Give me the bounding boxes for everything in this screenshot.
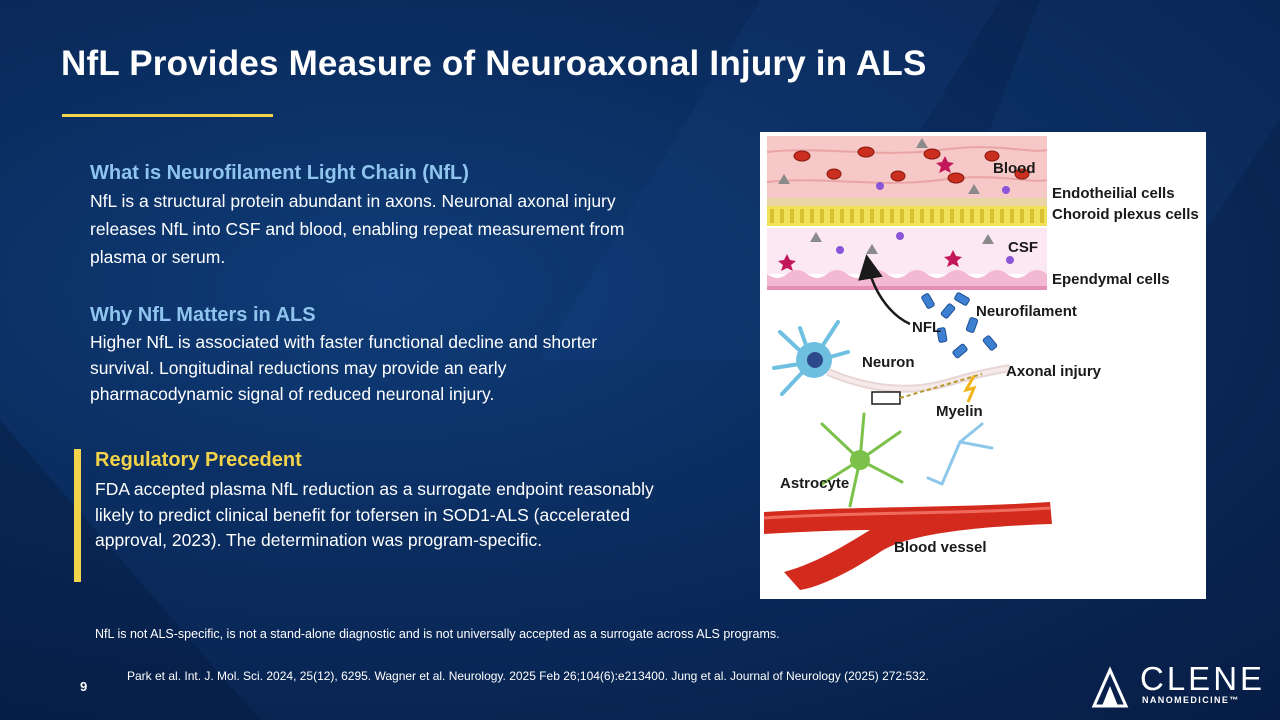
references: Park et al. Int. J. Mol. Sci. 2024, 25(1… (127, 669, 929, 683)
section-heading: What is Neurofilament Light Chain (NfL) (90, 162, 469, 184)
label-ependymal: Ependymal cells (1052, 271, 1170, 288)
label-endothelial: Endotheilial cells (1052, 185, 1175, 202)
logo-tagline: NANOMEDICINE™ (1142, 695, 1240, 705)
nfl-diagram: Blood Endotheilial cells Choroid plexus … (760, 132, 1206, 599)
logo-mark-icon (1091, 666, 1129, 708)
label-myelin: Myelin (936, 403, 983, 420)
label-csf: CSF (1008, 239, 1038, 256)
callout-body: FDA accepted plasma NfL reduction as a s… (95, 479, 654, 550)
page-title: NfL Provides Measure of Neuroaxonal Inju… (61, 44, 927, 83)
title-underline (62, 114, 273, 117)
section-why-nfl-matters: Why NfL Matters in ALS Higher NfL is ass… (90, 304, 650, 407)
label-neurofilament: Neurofilament (976, 303, 1077, 320)
callout-accent-bar (74, 449, 81, 582)
nfl-diagram-illustration: Blood Endotheilial cells Choroid plexus … (763, 136, 1199, 590)
clene-logo: CLENE NANOMEDICINE™ (1090, 660, 1262, 710)
label-choroid: Choroid plexus cells (1052, 206, 1199, 223)
label-axonal-injury: Axonal injury (1006, 363, 1102, 380)
section-what-is-nfl: What is Neurofilament Light Chain (NfL) … (90, 162, 650, 271)
section-body: NfL is a structural protein abundant in … (90, 191, 625, 267)
label-neuron: Neuron (862, 354, 915, 371)
section-body: Higher NfL is associated with faster fun… (90, 332, 598, 404)
callout-heading: Regulatory Precedent (95, 449, 302, 471)
label-blood-vessel: Blood vessel (894, 539, 987, 556)
logo-name: CLENE (1140, 660, 1266, 697)
regulatory-callout: Regulatory Precedent FDA accepted plasma… (74, 449, 654, 582)
label-blood: Blood (993, 160, 1036, 177)
label-astrocyte: Astrocyte (780, 475, 849, 492)
disclaimer-note: NfL is not ALS-specific, is not a stand-… (95, 627, 780, 641)
section-heading: Why NfL Matters in ALS (90, 304, 316, 326)
page-number: 9 (80, 679, 88, 694)
label-nfl: NFL (912, 319, 941, 336)
